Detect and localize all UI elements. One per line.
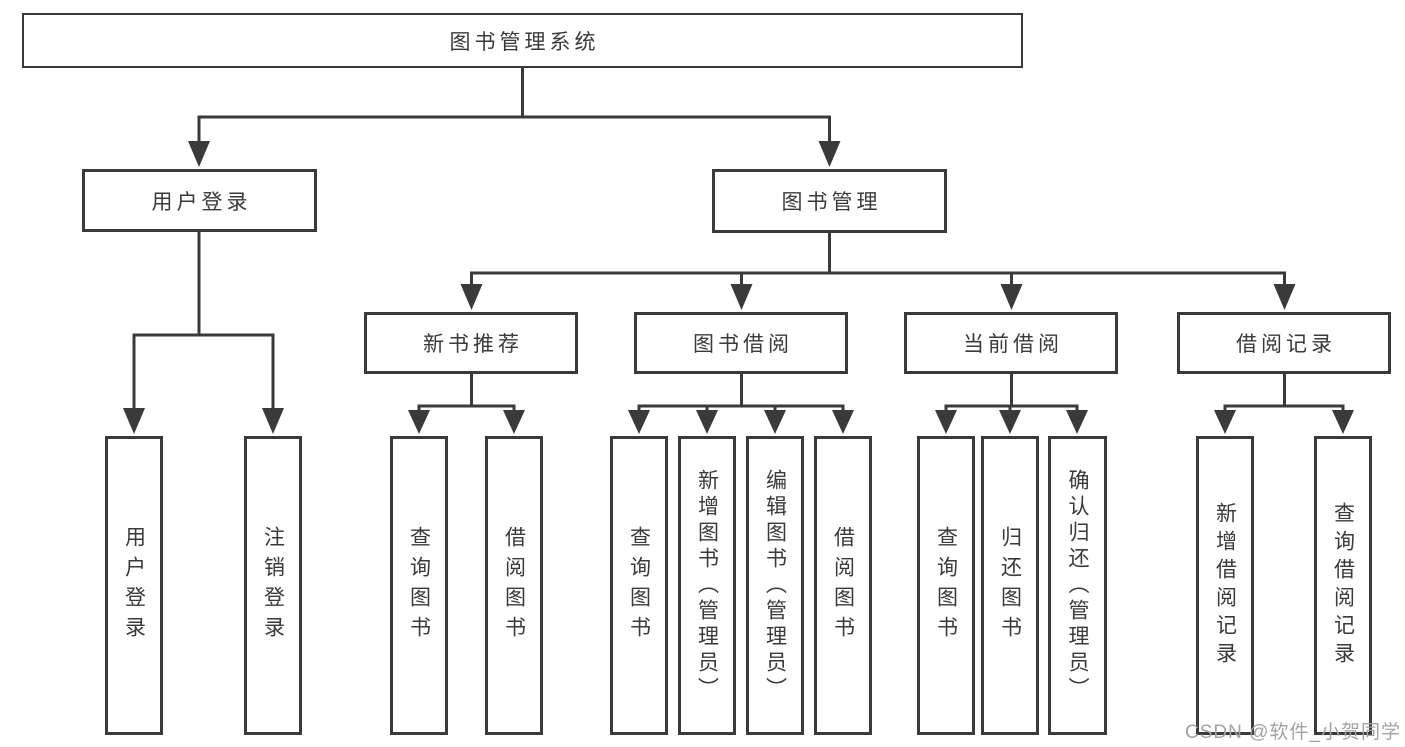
node-current-borrowing: 当前借阅 bbox=[904, 312, 1118, 374]
watermark: CSDN @软件_小贺同学 bbox=[1185, 722, 1401, 743]
node-borrowing-records: 借阅记录 bbox=[1177, 312, 1391, 374]
node-book-borrowing: 图书借阅 bbox=[634, 312, 848, 374]
leaf-add-books-admin: 新增图书（管理员） bbox=[678, 436, 736, 735]
leaf-query-borrow-record: 查询借阅记录 bbox=[1314, 436, 1372, 735]
node-book-management: 图书管理 bbox=[712, 169, 947, 233]
leaf-add-borrow-record: 新增借阅记录 bbox=[1196, 436, 1254, 735]
leaf-query-books-borrowing: 查询图书 bbox=[610, 436, 668, 735]
leaf-return-books: 归还图书 bbox=[981, 436, 1039, 735]
leaf-borrow-books-recommend: 借阅图书 bbox=[485, 436, 543, 735]
leaf-query-books-recommend: 查询图书 bbox=[390, 436, 448, 735]
leaf-borrow-books-borrowing: 借阅图书 bbox=[814, 436, 872, 735]
leaf-user-login: 用户登录 bbox=[105, 436, 163, 735]
leaf-query-books-current: 查询图书 bbox=[917, 436, 975, 735]
leaf-confirm-return-admin: 确认归还（管理员） bbox=[1048, 436, 1107, 735]
node-new-book-recommendation: 新书推荐 bbox=[364, 312, 578, 374]
leaf-edit-books-admin: 编辑图书（管理员） bbox=[746, 436, 804, 735]
node-library-management-system: 图书管理系统 bbox=[22, 13, 1023, 68]
node-user-login: 用户登录 bbox=[82, 169, 317, 232]
leaf-logout: 注销登录 bbox=[244, 436, 302, 735]
